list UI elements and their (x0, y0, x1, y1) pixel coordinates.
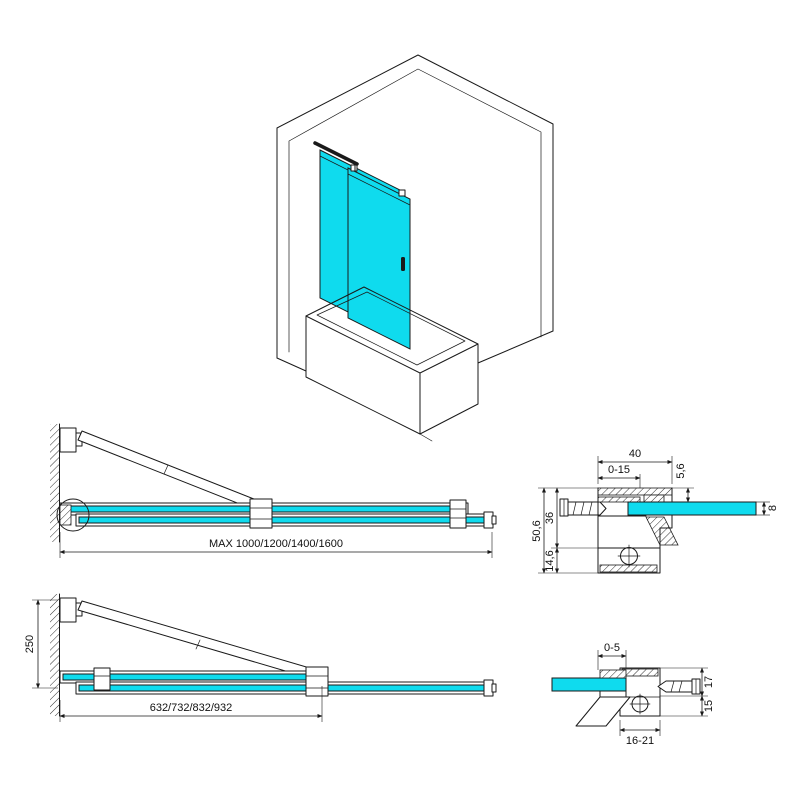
screw-thread (572, 501, 577, 516)
glass-lip-upper (599, 669, 627, 679)
dim-label-width: 40 (629, 448, 641, 460)
glass-panel-sliding (347, 167, 411, 350)
glass-lip-lower (599, 690, 627, 698)
roller-left (350, 164, 358, 172)
glass-clamp-lower (645, 516, 679, 546)
dim-label-glass-thickness: 8 (767, 505, 779, 511)
plan-view-full-width: MAX 1000/1200/1400/1600 (50, 423, 497, 558)
dim-label-inner-height: 36 (544, 512, 556, 524)
glass-section (551, 677, 627, 692)
arm-wall-bracket (59, 427, 77, 453)
glass-clamp-upper (643, 494, 665, 503)
bathtub-front-face (305, 315, 421, 435)
screw-shaft (567, 501, 607, 516)
profile-top-clamp (597, 487, 673, 496)
floor-edge-right (477, 330, 554, 364)
support-arm (77, 430, 265, 513)
plan-view-glass-width: 250 632/732/832/932 (24, 593, 497, 722)
section-bottom-guide: 0-5 17 15 16-21 (551, 642, 715, 747)
isometric-view (276, 54, 554, 442)
profile-bottom-bar (599, 564, 658, 573)
panel-overlap-bracket (449, 499, 467, 529)
arm-wall-bracket (59, 597, 77, 623)
dim-label-top-offset: 5,6 (675, 463, 687, 478)
screw-thread (678, 680, 683, 693)
arm-rail-bracket (305, 666, 329, 697)
dim-label-depth-range: 16-21 (626, 735, 654, 747)
screw-shaft (657, 680, 693, 693)
end-cap-roller (491, 515, 497, 525)
wall-profile-detail (59, 504, 72, 526)
end-cap-roller (491, 683, 497, 693)
arm-rail-bracket (249, 498, 273, 529)
towel-bar (313, 141, 359, 166)
wall-hatch (50, 594, 59, 716)
dim-label-total-height: 50,6 (531, 520, 543, 541)
dim-label-lower-height: 14,6 (544, 550, 556, 571)
wall-outline (276, 54, 554, 359)
dim-label-adjustment: 0-5 (604, 642, 620, 654)
support-arm (77, 600, 321, 681)
section-top-profile: 40 0-15 5,6 50,6 36 14,6 (531, 448, 779, 574)
door-handle (401, 257, 405, 271)
sliding-panel-frame-line (347, 173, 411, 206)
bathtub-floor-line (419, 433, 433, 442)
glass-section (627, 501, 757, 516)
floor-edge-left (276, 357, 307, 372)
profile-body-outline (597, 487, 673, 574)
roller-bracket (93, 667, 111, 691)
dim-label-max-width: MAX 1000/1200/1400/1600 (209, 538, 343, 550)
wall-hatch (50, 424, 59, 542)
support-arm-joint-line (195, 639, 201, 650)
dim-label-lower-height: 15 (703, 700, 715, 712)
sliding-panel-glass (78, 684, 488, 692)
bathtub-end-face (419, 343, 479, 435)
dim-label-adjustment: 0-15 (608, 464, 630, 476)
bath-rim-slope (575, 696, 631, 727)
profile-top-clamp-inner (597, 496, 641, 503)
dim-label-depth: 250 (24, 635, 36, 653)
wall-inner-edge (288, 68, 542, 353)
dim-label-upper-height: 17 (703, 676, 715, 688)
detail-callout-circle (56, 498, 90, 532)
screw-thread (588, 501, 593, 516)
dim-label-glass-width: 632/732/832/932 (150, 702, 233, 714)
screw-thread (670, 680, 675, 693)
guide-profile-top-clamp (621, 668, 659, 677)
sliding-panel-glass (78, 516, 490, 524)
roller-right (398, 189, 406, 197)
screw-thread (580, 501, 585, 516)
bathtub-rim-inner (316, 291, 466, 366)
support-arm-joint-line (163, 464, 169, 475)
